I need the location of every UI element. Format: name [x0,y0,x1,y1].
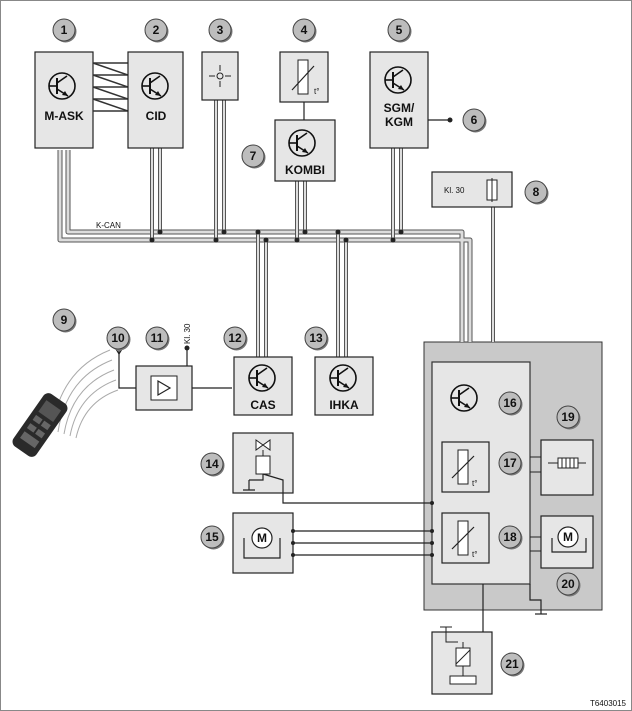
sensor-18: t° [441,512,490,564]
kombi-label: KOMBI [285,163,325,177]
m-ask-label: M-ASK [44,109,84,123]
callout-14: 14 [200,452,225,477]
module-cas: CAS [233,356,293,416]
svg-text:9: 9 [61,313,68,327]
temp-label-18: t° [472,550,477,559]
svg-text:2: 2 [153,23,160,37]
kgm-label: KGM [385,115,413,129]
cid-label: CID [146,109,167,123]
module-m-ask: M-ASK [34,51,94,149]
callout-19: 19 [556,405,581,430]
k-can-label: K-CAN [96,221,121,230]
svg-text:15: 15 [205,530,219,544]
callout-21: 21 [500,652,525,677]
callout-2: 2 [144,18,169,43]
figure-id: T6403015 [590,699,627,708]
callout-16: 16 [498,391,523,416]
svg-text:3: 3 [217,23,224,37]
callout-6: 6 [462,108,487,133]
wires-15 [293,530,432,556]
module-sgm-kgm: SGM/ KGM [369,51,453,149]
svg-text:7: 7 [250,149,257,163]
remote-control-icon [12,349,119,457]
module-kombi: KOMBI [274,119,336,182]
svg-text:18: 18 [503,530,517,544]
svg-text:5: 5 [396,23,403,37]
callout-9: 9 [52,308,77,333]
svg-text:1: 1 [61,23,68,37]
svg-text:21: 21 [505,657,519,671]
svg-text:8: 8 [533,185,540,199]
temp-label-17: t° [472,479,477,488]
ground-wires [482,584,547,632]
svg-text:4: 4 [301,23,308,37]
svg-text:6: 6 [471,113,478,127]
svg-text:13: 13 [309,331,323,345]
antenna-amplifier [112,343,232,389]
solenoid-valve-icon [255,439,271,451]
module-11-amplifier [135,365,193,411]
kl30-antenna-label: Kl. 30 [183,323,192,344]
callout-5: 5 [387,18,412,43]
sgm-label: SGM/ [384,101,415,115]
m-ask-cid-link [92,62,129,112]
svg-text:12: 12 [228,331,242,345]
svg-text:10: 10 [111,331,125,345]
motor-15-label: M [257,531,267,545]
ihka-label: IHKA [329,398,359,412]
kl30-fuse-label: Kl. 30 [444,186,465,195]
module-18-motor: M [530,515,594,569]
callout-10: 10 [106,326,131,351]
svg-text:11: 11 [151,331,164,345]
module-ihka: IHKA [314,356,374,416]
callouts: 1 2 3 4 5 6 7 8 9 10 11 12 13 14 15 16 1… [52,18,581,677]
module-kl30-fuse: Kl. 30 [431,171,513,208]
svg-text:16: 16 [503,396,517,410]
callout-11: 11 [145,326,170,351]
cas-label: CAS [250,398,275,412]
svg-text:20: 20 [561,577,575,591]
motor-18-label: M [563,530,573,544]
module-19-heater [530,439,594,496]
svg-text:17: 17 [503,456,517,470]
svg-text:14: 14 [205,457,219,471]
callout-12: 12 [223,326,248,351]
heater-icon [557,457,579,469]
callout-3: 3 [208,18,233,43]
module-cid: CID [127,51,184,149]
module-14-valve [232,432,432,504]
callout-1: 1 [52,18,77,43]
motor-icon [557,526,579,548]
callout-15: 15 [200,525,225,550]
sensor-17: t° [441,441,490,493]
amplifier-icon [157,379,172,397]
callout-4: 4 [292,18,317,43]
callout-20: 20 [556,572,581,597]
temp-label-4: t° [314,87,319,96]
module-4-temp-sensor: t° [279,51,329,103]
callout-13: 13 [304,326,329,351]
callout-7: 7 [241,144,266,169]
module-3-sensor [201,51,239,101]
motor-icon [251,527,273,549]
callout-18: 18 [498,525,523,550]
svg-text:19: 19 [561,410,575,424]
module-21-relay [431,626,493,695]
callout-8: 8 [524,180,549,205]
module-15-motor: M [232,512,294,574]
callout-17: 17 [498,451,523,476]
